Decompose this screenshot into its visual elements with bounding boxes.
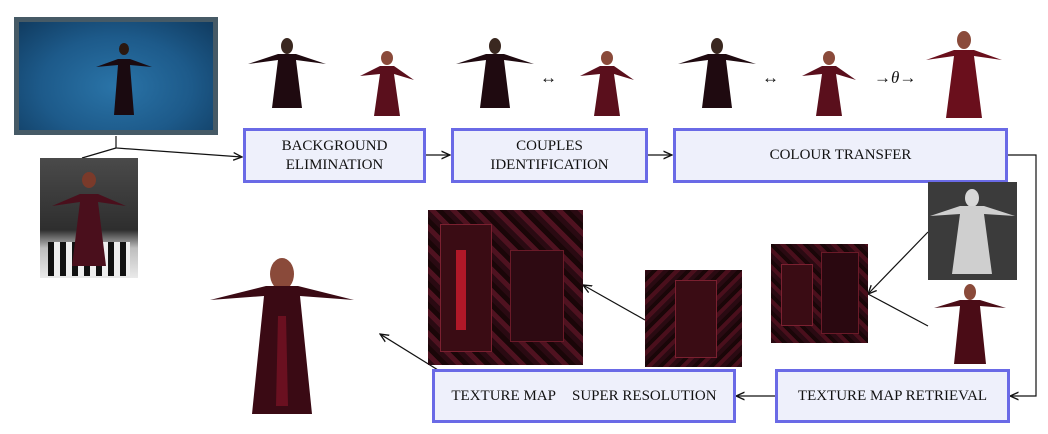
segmented-figure-photo xyxy=(678,38,756,108)
colour-transfer-box: COLOUR TRANSFER xyxy=(673,128,1008,183)
arrow-mesh-to-texture xyxy=(868,231,929,294)
super-resolved-texture-map xyxy=(428,210,583,365)
segmented-figure-photo xyxy=(456,38,534,108)
arrow-small-to-large-texture xyxy=(583,285,646,321)
texture-map-label: TEXTURE MAP xyxy=(451,387,556,404)
background-elimination-box: BACKGROUND ELIMINATION xyxy=(243,128,426,183)
texture-map-retrieval-box: TEXTURE MAP RETRIEVAL xyxy=(775,369,1010,423)
studio-capture-photo xyxy=(14,17,218,135)
untextured-3d-mesh-render xyxy=(928,182,1017,280)
mesh-figure-icon xyxy=(930,189,1015,274)
texture-map-super-resolution-box: TEXTURE MAP SUPER RESOLUTION xyxy=(432,369,736,423)
correspondence-symbol: ↔ xyxy=(762,68,779,87)
person-silhouette-icon xyxy=(96,43,152,115)
segmented-figure-photo xyxy=(580,51,634,116)
arrow-colour-to-retrieval xyxy=(1008,154,1037,396)
segmented-figure-photo xyxy=(360,51,414,116)
input-connector xyxy=(115,136,242,157)
super-resolution-label: SUPER RESOLUTION xyxy=(571,387,717,404)
final-textured-3d-model xyxy=(210,258,354,414)
couples-identification-box: COUPLES IDENTIFICATION xyxy=(451,128,648,183)
segmented-figure-photo xyxy=(248,38,326,108)
correspondence-symbol: ↔ xyxy=(540,68,557,87)
retrieved-texture-map xyxy=(771,244,868,343)
calibration-photo xyxy=(40,158,138,278)
segmented-figure-photo xyxy=(802,51,856,116)
transform-symbol: →θ→ xyxy=(874,68,917,87)
person-silhouette-icon xyxy=(52,172,126,266)
texture-map-patch-small xyxy=(645,270,742,367)
arrow-model-to-texture xyxy=(867,293,929,327)
calibration-connector xyxy=(81,147,117,159)
textured-3d-model-render xyxy=(934,284,1006,364)
colour-transferred-figure xyxy=(926,31,1002,118)
